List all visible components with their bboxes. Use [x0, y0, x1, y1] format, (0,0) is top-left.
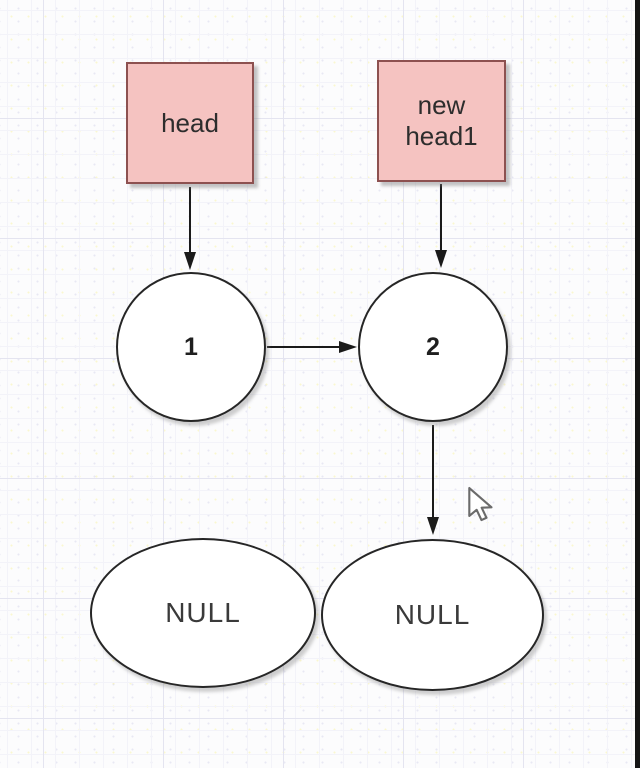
node-null-left-label: NULL	[165, 597, 241, 628]
screen-edge-bar	[635, 0, 640, 768]
node-2[interactable]: 2	[358, 272, 508, 422]
node-1-label: 1	[184, 332, 198, 361]
node-null-right-label: NULL	[394, 599, 471, 630]
node-new-head1[interactable]: new head1	[377, 60, 506, 182]
node-null-right[interactable]: NULL	[321, 539, 544, 691]
node-null-left[interactable]: NULL	[90, 538, 316, 688]
node-new-head1-label: new head1	[405, 90, 478, 151]
node-head-label: head	[161, 107, 219, 138]
node-2-label: 2	[426, 332, 440, 361]
node-1[interactable]: 1	[116, 272, 266, 422]
node-head[interactable]: head	[126, 62, 254, 184]
